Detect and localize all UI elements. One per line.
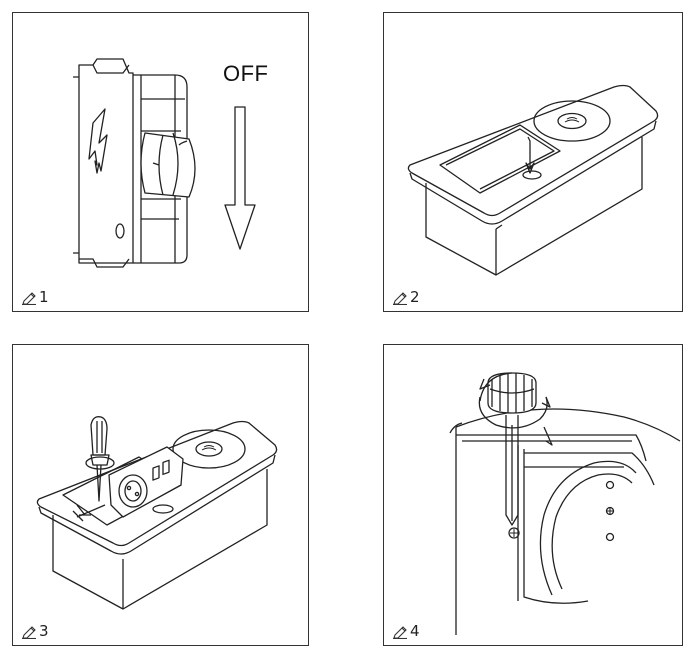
off-label: OFF [223, 61, 269, 86]
step-number-label: 3 [39, 622, 49, 640]
pencil-icon [22, 291, 36, 305]
pencil-icon [393, 291, 407, 305]
screw-tightening-detail-illustration [449, 372, 681, 635]
pencil-icon [22, 625, 36, 639]
step-number-label: 4 [410, 622, 420, 640]
step-panel-2: 2 [383, 12, 683, 312]
step-number-label: 2 [410, 288, 420, 306]
pencil-icon [393, 625, 407, 639]
step-panel-1: OFF 1 [12, 12, 309, 312]
step-number-1: 1 [21, 290, 49, 305]
cover-plate-removal-illustration [407, 84, 659, 276]
step-number-3: 3 [21, 624, 49, 639]
step-panel-4: 4 [383, 344, 683, 646]
step-number-4: 4 [392, 624, 420, 639]
socket-unit-screwdriver-illustration [36, 416, 278, 610]
step-number-label: 1 [39, 288, 49, 306]
breaker-switch-off-illustration [73, 58, 256, 268]
step-number-2: 2 [392, 290, 420, 305]
step-panel-3: 3 [12, 344, 309, 646]
